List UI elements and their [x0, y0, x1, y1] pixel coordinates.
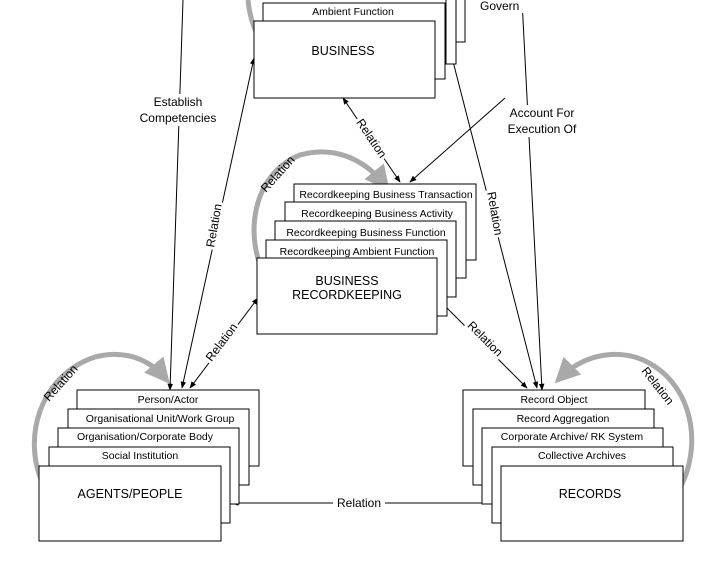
recordkeeping-layer-ambient-function: Recordkeeping Ambient Function — [280, 246, 435, 258]
records-layer-collective-archives: Collective Archives — [538, 450, 626, 462]
recordkeeping-box — [256, 257, 438, 335]
business-box — [253, 20, 436, 99]
records-layer-record-aggregation: Record Aggregation — [517, 413, 610, 425]
agents-layer-social-institution: Social Institution — [102, 450, 179, 462]
establish-competencies-connector — [167, 0, 184, 391]
agents-layer-corporate-body: Organisation/Corporate Body — [77, 431, 214, 443]
relation-label-business-agents: Relation — [203, 203, 224, 249]
business-title: BUSINESS — [311, 44, 374, 58]
recordkeeping-self-relation-arc — [251, 149, 390, 277]
relation-label-agents-self: Relation — [41, 362, 81, 404]
records-title: RECORDS — [559, 487, 622, 501]
relation-label-business-records: Relation — [484, 191, 505, 237]
records-layer-record-object: Record Object — [520, 394, 587, 406]
account-for-connector — [409, 97, 506, 183]
agents-title: AGENTS/PEOPLE — [78, 487, 183, 501]
agents-stack: Person/Actor Organisational Unit/Work Gr… — [38, 389, 260, 542]
recordkeeping-title-line2: RECORDKEEPING — [292, 288, 402, 302]
records-stack: Record Object Record Aggregation Corpora… — [462, 389, 684, 542]
recordkeeping-stack: Recordkeeping Business Transaction Recor… — [256, 183, 477, 335]
relation-label-recordkeeping-records: Relation — [465, 318, 506, 359]
govern-connector — [521, 0, 545, 391]
relation-label-business-recordkeeping: Relation — [353, 116, 389, 160]
establish-label-line2: Competencies — [140, 111, 217, 125]
agents-layer-work-group: Organisational Unit/Work Group — [86, 413, 235, 425]
records-box — [500, 465, 684, 542]
records-layer-corporate-archive: Corporate Archive/ RK System — [501, 431, 644, 443]
relation-label-recordkeeping-self: Relation — [258, 153, 298, 195]
business-stack: Ambient Function BUSINESS — [253, 0, 466, 99]
agents-self-relation-arc — [31, 351, 170, 490]
relation-label-agents-records: Relation — [337, 496, 381, 510]
business-layer-ambient-function: Ambient Function — [312, 6, 394, 18]
establish-label-line1: Establish — [154, 95, 203, 109]
recordkeeping-title-line1: BUSINESS — [315, 274, 378, 288]
records-self-relation-arc — [554, 351, 695, 490]
recordkeeping-layer-activity: Recordkeeping Business Activity — [301, 208, 453, 220]
agents-layer-person-actor: Person/Actor — [138, 394, 199, 406]
account-label-line1: Account For — [510, 106, 575, 120]
relation-label-recordkeeping-agents: Relation — [203, 320, 241, 364]
account-label-line2: Execution Of — [508, 122, 577, 136]
recordkeeping-layer-transaction: Recordkeeping Business Transaction — [299, 189, 473, 201]
agents-box — [38, 465, 222, 542]
recordkeeping-layer-function: Recordkeeping Business Function — [286, 227, 446, 239]
govern-label: Govern — [480, 0, 519, 13]
